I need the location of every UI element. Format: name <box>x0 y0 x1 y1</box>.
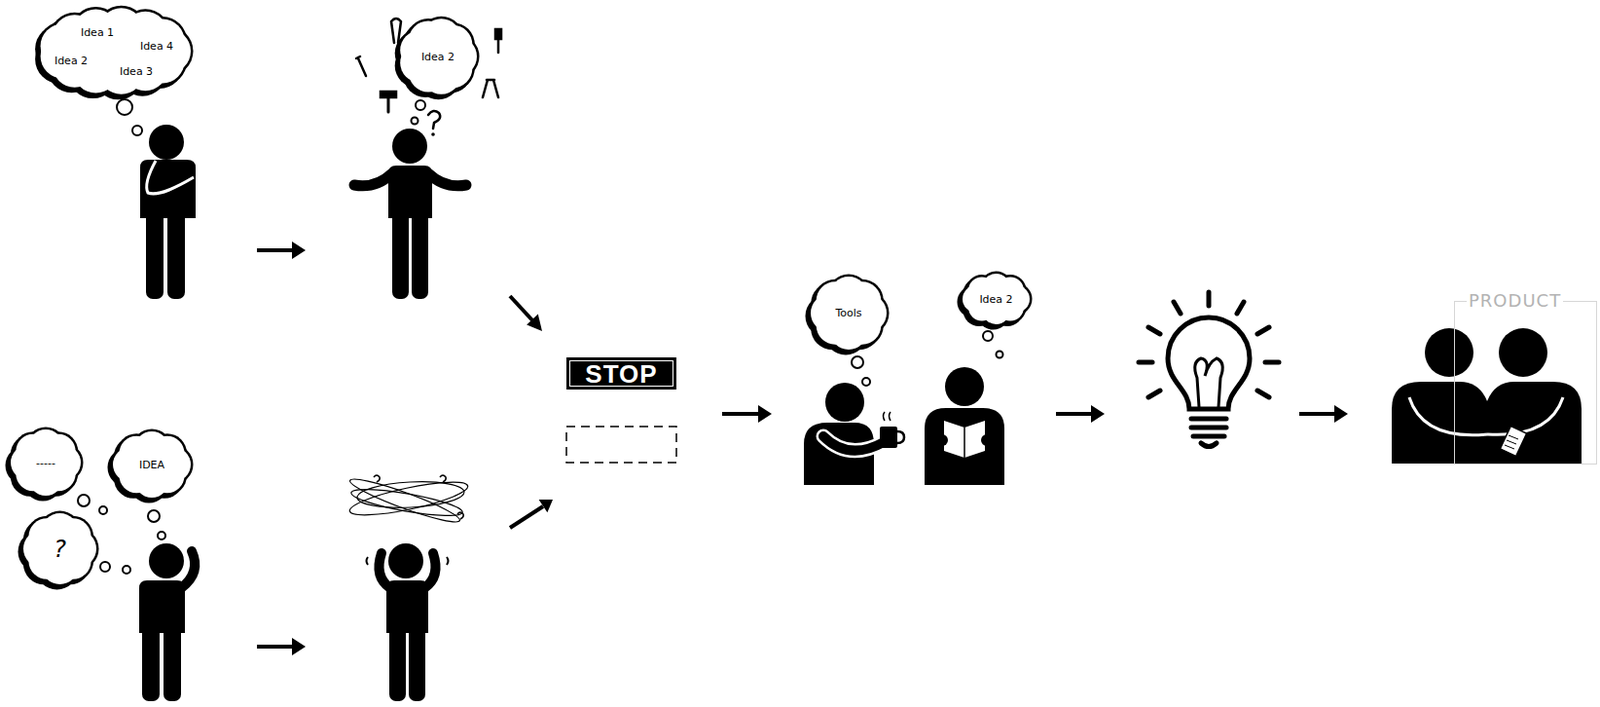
stop-sign: STOP <box>566 357 677 390</box>
thinking-person <box>140 124 196 299</box>
cloud-text: Idea 4 <box>140 39 174 53</box>
cloud-text: IDEA <box>139 458 165 472</box>
scribble <box>347 472 471 528</box>
cloud-text: Idea 3 <box>119 65 153 78</box>
empty-box <box>566 426 677 463</box>
shrugging-person <box>354 110 467 299</box>
stop-label: STOP <box>584 361 657 387</box>
thought-cloud: Idea 1 Idea 4 Idea 2 Idea 3 <box>36 4 194 98</box>
confused-person <box>139 543 195 701</box>
light-bulb <box>1138 291 1279 447</box>
product-board: PRODUCT <box>1454 300 1598 465</box>
thought-trail <box>77 99 1004 574</box>
frustrated-person <box>366 543 449 701</box>
cloud-text: ? <box>53 535 67 563</box>
cloud-text: Idea 2 <box>54 54 88 68</box>
cloud-text: Idea 2 <box>421 50 455 64</box>
coffee-person <box>803 382 905 485</box>
cloud-text: ----- <box>36 456 56 470</box>
thought-cloud: Idea 2 <box>959 270 1033 328</box>
cloud-text: Idea 2 <box>979 292 1013 306</box>
thought-cloud: Idea 2 <box>396 15 480 98</box>
handshake <box>1391 327 1582 464</box>
thought-cloud: IDEA <box>109 428 194 501</box>
thought-cloud: ? <box>20 509 100 587</box>
flow-arrows <box>256 241 1348 655</box>
thought-cloud: ----- <box>7 426 84 499</box>
tool-icons <box>356 18 502 112</box>
reading-person <box>924 366 1005 485</box>
product-label: PRODUCT <box>1466 291 1564 310</box>
cloud-text: Tools <box>835 306 862 320</box>
thought-cloud: Tools <box>807 273 890 353</box>
cloud-text: Idea 1 <box>80 26 114 39</box>
